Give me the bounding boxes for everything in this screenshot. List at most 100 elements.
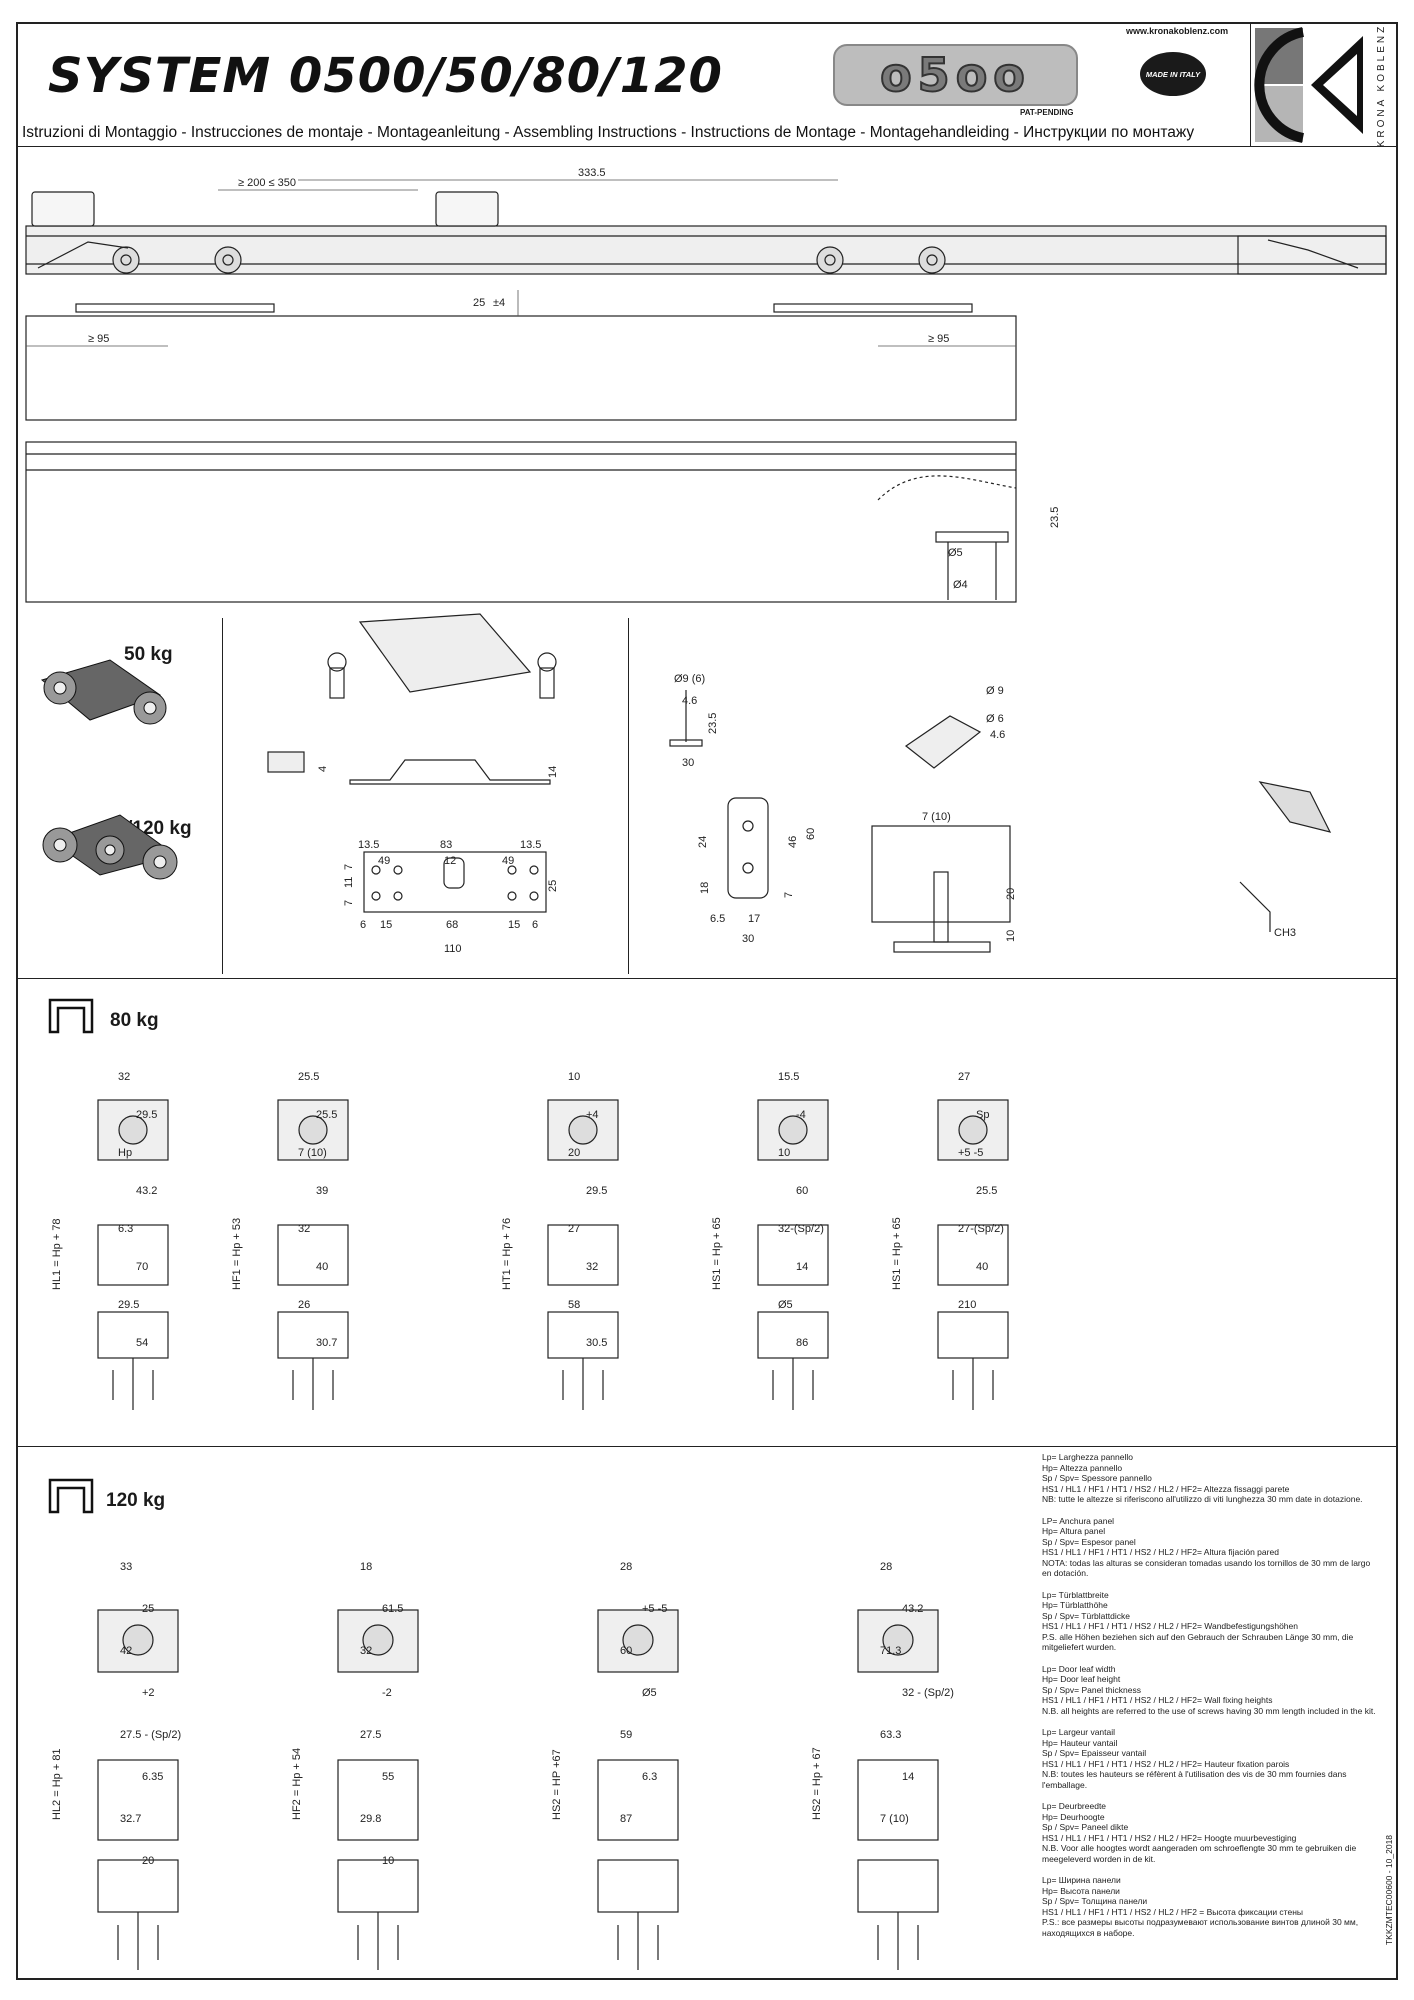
dim-80: 39: [316, 1185, 328, 1197]
dim-80: 15.5: [778, 1071, 799, 1083]
bracket-dim: 6: [360, 919, 366, 931]
profile-80-shape: [298, 1115, 328, 1145]
profile-80-shape: [757, 1224, 829, 1286]
formula-80: HL1 = Hp + 78: [51, 1218, 63, 1290]
made-in-badge: MADE IN ITALY: [1140, 52, 1206, 96]
dim-120: 63.3: [880, 1729, 901, 1741]
dim-80: 32-(Sp/2): [778, 1223, 824, 1235]
dim-80: 32: [586, 1261, 598, 1273]
bracket-dim: 13.5: [520, 839, 541, 851]
bracket-dim: 7: [343, 900, 355, 906]
note-line: Hp= Door leaf height: [1042, 1674, 1121, 1684]
note-line: P.S.: все размеры высоты подразумевают и…: [1042, 1917, 1359, 1938]
guide-dim: 18: [699, 882, 711, 894]
overview-dim: ≥ 95: [88, 333, 109, 345]
dim-120: 27.5: [360, 1729, 381, 1741]
guide-dim: 10: [1005, 930, 1017, 942]
note-line: HS1 / HL1 / HF1 / HT1 / HS2 / HL2 / HF2=…: [1042, 1621, 1298, 1631]
profile-120-shape: [97, 1609, 179, 1673]
profile-80-shape: [937, 1311, 1009, 1359]
dim-120: +5 -5: [642, 1603, 667, 1615]
section-rule-80: [16, 978, 1398, 979]
profile-120-shape: [857, 1859, 939, 1913]
overview-dim: ≥ 200 ≤ 350: [238, 177, 296, 189]
dim-120: 33: [120, 1561, 132, 1573]
dim-120: Ø5: [642, 1687, 657, 1699]
page-title: SYSTEM 0500/50/80/120: [48, 48, 723, 104]
section-rule-120: [16, 1446, 1398, 1447]
dim-80: 20: [568, 1147, 580, 1159]
dim-80: -4: [796, 1109, 806, 1121]
dim-80: 25.5: [316, 1109, 337, 1121]
dim-120: 6.3: [642, 1771, 657, 1783]
profile-80-shape: [277, 1311, 349, 1359]
website-label: www.kronakoblenz.com: [1126, 26, 1229, 36]
note-line: Sp / Spv= Spessore pannello: [1042, 1473, 1152, 1483]
doc-code-vertical: TKKZMTEC00600 - 10_2018: [1382, 1800, 1396, 1980]
guide-dim: 7 (10): [922, 811, 951, 823]
bracket-dim: 14: [547, 766, 559, 778]
profile-120-icon: [48, 1478, 94, 1514]
patent-label: PAT-PENDING: [1020, 108, 1074, 117]
weight-label-80: 80 kg: [110, 1010, 159, 1031]
dim-80: 27: [958, 1071, 970, 1083]
profile-80-icon: [48, 998, 94, 1034]
profile-120-shape: [882, 1624, 914, 1656]
formula-120: HS2 = Hp + 67: [811, 1747, 823, 1820]
dim-80: 30.5: [586, 1337, 607, 1349]
note-line: HS1 / HL1 / HF1 / HT1 / HS2 / HL2 / HF2=…: [1042, 1547, 1279, 1557]
guide-dim: 7: [783, 892, 795, 898]
note-line: HS1 / HL1 / HF1 / HT1 / HS2 / HL2 / HF2=…: [1042, 1695, 1273, 1705]
note-line: N.B. all heights are referred to the use…: [1042, 1705, 1376, 1716]
overview-dim: 25: [473, 297, 485, 309]
profile-80-shape: [547, 1224, 619, 1286]
dim-80: 29.5: [136, 1109, 157, 1121]
dim-80: 25.5: [976, 1185, 997, 1197]
dim-80: 30.7: [316, 1337, 337, 1349]
note-line: HS1 / HL1 / HF1 / HT1 / HS2 / HL2 / HF2=…: [1042, 1832, 1297, 1843]
profile-80-shape: [277, 1224, 349, 1286]
dim-80: 54: [136, 1337, 148, 1349]
formula-80: HS1 = Hp + 65: [711, 1217, 723, 1290]
dim-80: 25.5: [298, 1071, 319, 1083]
bracket-dim: 110: [444, 943, 462, 955]
formula-80: HF1 = Hp + 53: [231, 1218, 243, 1290]
note-line: HS1 / HL1 / HF1 / HT1 / HS2 / HL2 / HF2 …: [1042, 1906, 1304, 1917]
guide-dim: 30: [742, 933, 754, 945]
dim-80: +5 -5: [958, 1147, 983, 1159]
dim-80: 70: [136, 1261, 148, 1273]
overview-dim: 60: [970, 609, 982, 610]
dim-80: 58: [568, 1299, 580, 1311]
note-line: Sp / Spv= Толщина панели: [1042, 1896, 1148, 1906]
note-line: Hp= Altura panel: [1042, 1526, 1106, 1536]
guide-dim: Ø9 (6): [674, 673, 705, 685]
guide-dim: Ø 6: [986, 713, 1004, 725]
dim-80: Hp: [118, 1147, 132, 1159]
dim-120: 7 (10): [880, 1813, 909, 1825]
profile-80-shape: [958, 1115, 988, 1145]
dim-80: 26: [298, 1299, 310, 1311]
dim-80: Sp: [976, 1109, 989, 1121]
carriage-images: [40, 659, 178, 880]
formula-120: HF2 = Hp + 54: [291, 1748, 303, 1820]
guide-dim: 23.5: [707, 713, 719, 734]
dim-80: 40: [316, 1261, 328, 1273]
dim-120: 6.35: [142, 1771, 163, 1783]
guide-dim: 46: [787, 836, 799, 848]
profile-80-shape: [778, 1115, 808, 1145]
bracket-dim: 12: [444, 855, 456, 867]
dim-120: 87: [620, 1813, 632, 1825]
profile-120-shape: [622, 1624, 654, 1656]
note-line: Sp / Spv= Epaisseur vantail: [1042, 1748, 1147, 1758]
header-rule: [16, 146, 1398, 147]
dim-120: 28: [880, 1561, 892, 1573]
formula-120: HL2 = Hp + 81: [51, 1748, 63, 1820]
note-line: HS1 / HL1 / HF1 / HT1 / HS2 / HL2 / HF2=…: [1042, 1483, 1290, 1494]
note-line: Lp= Ширина панели: [1042, 1875, 1121, 1885]
profile-120-shape: [597, 1759, 679, 1841]
dim-80: 10: [568, 1071, 580, 1083]
